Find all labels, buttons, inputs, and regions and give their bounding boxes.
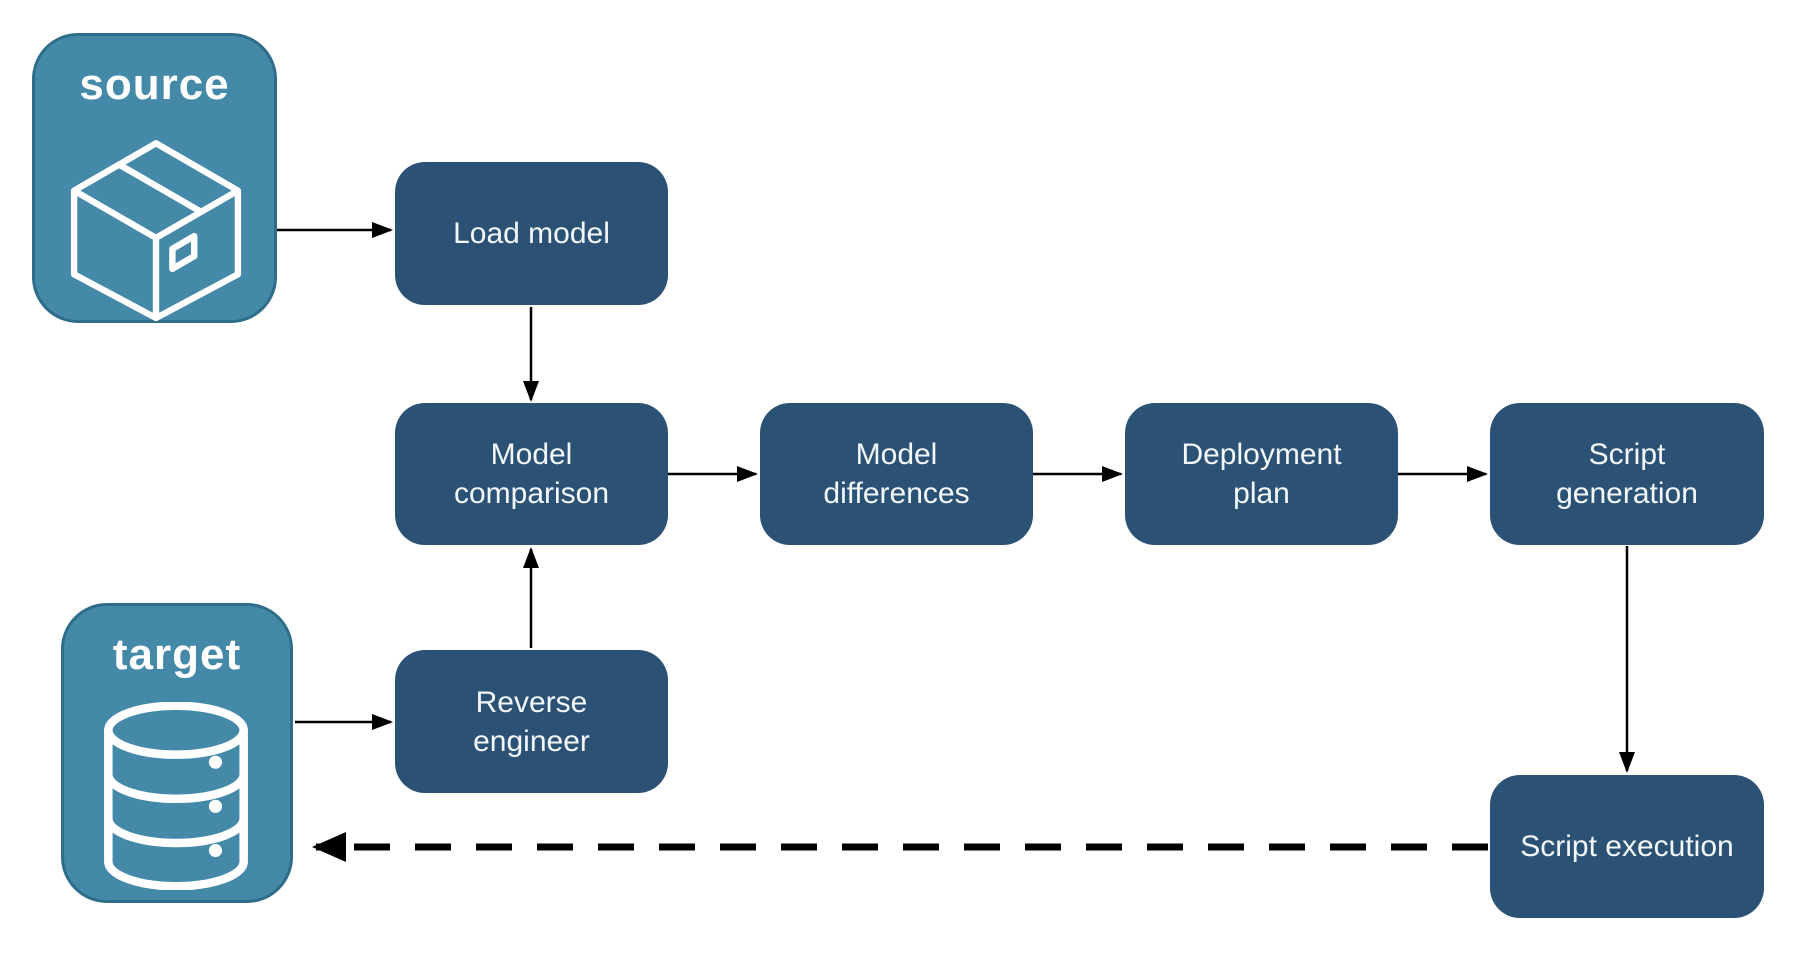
target-label: target [112,630,242,679]
database-icon [104,702,248,890]
flow-node-script-execution: Script execution [1490,775,1764,918]
flow-node-model-comparison: Model comparison [395,403,668,545]
package-icon [70,140,242,322]
flow-node-model-differences: Model differences [760,403,1033,545]
flow-node-reverse-engineer: Reverse engineer [395,650,668,793]
source-label: source [79,60,230,109]
flow-node-deployment-plan: Deployment plan [1125,403,1398,545]
target-node: target [61,603,293,903]
flow-node-script-generation: Script generation [1490,403,1764,545]
source-node: source [32,33,277,323]
flow-node-load-model: Load model [395,162,668,305]
